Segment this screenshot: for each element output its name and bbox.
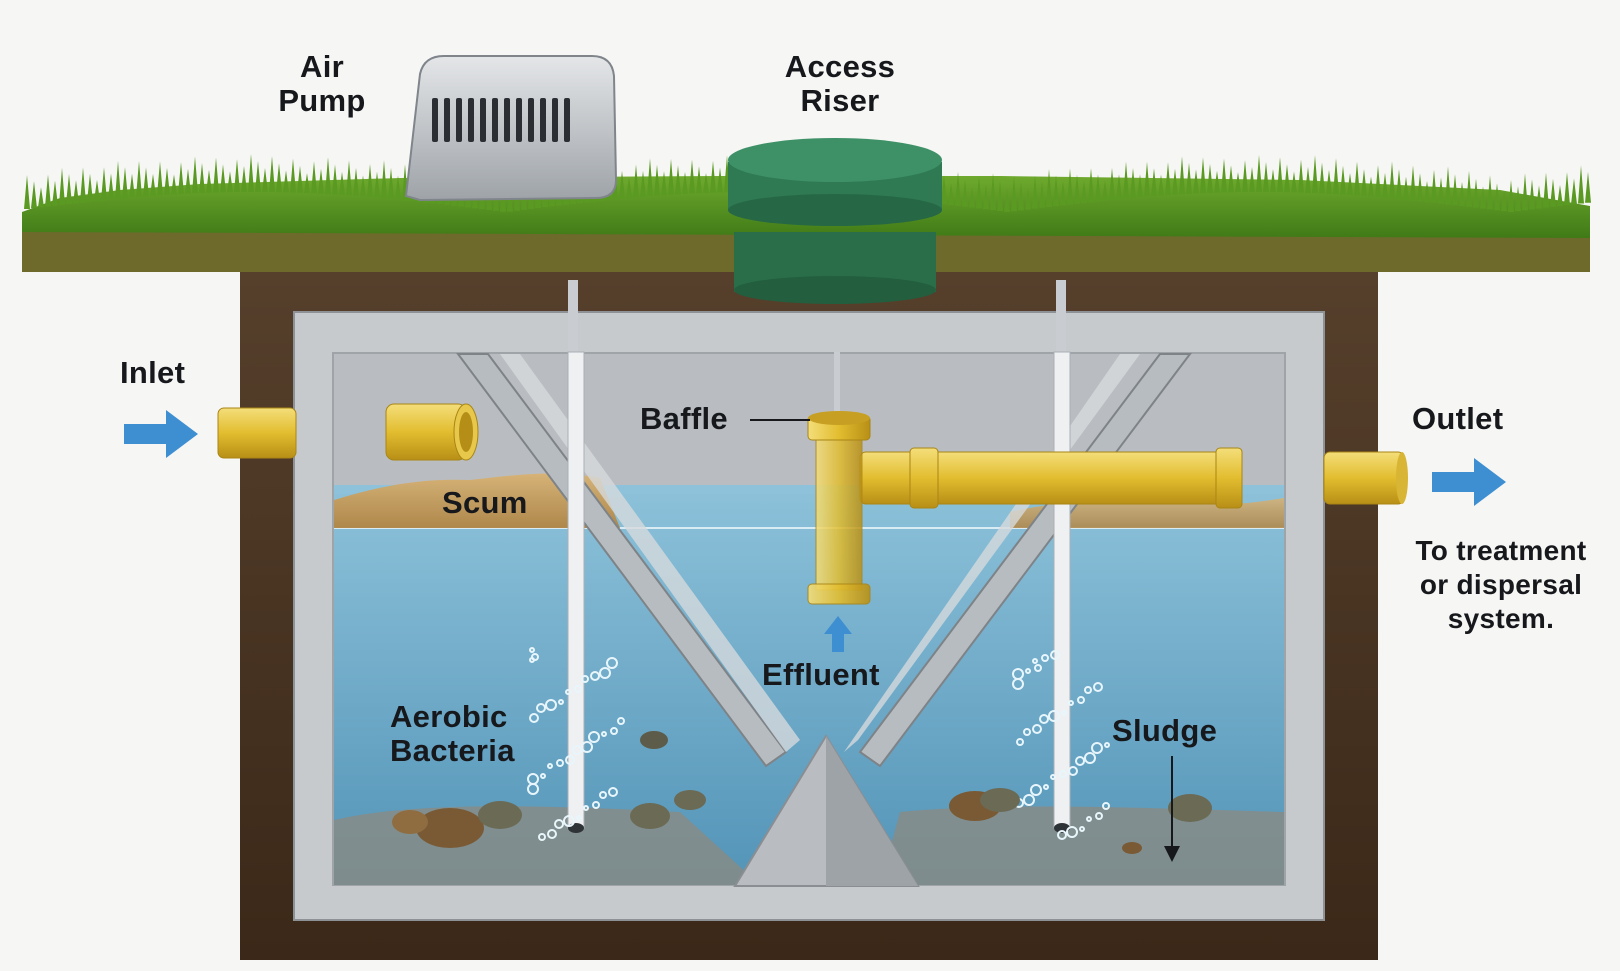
access-riser-label: Access Riser [760,50,920,118]
sludge-clumps [392,731,1212,854]
scum-layer [334,473,620,528]
inlet-pipe [217,403,479,461]
outlet-arrow [1432,458,1506,506]
aerobic-bacteria-label-line-2: Bacteria [390,733,515,768]
air-bubbles [527,647,1110,841]
sludge-label: Sludge [1112,713,1218,748]
scum-layer-right [1010,498,1284,528]
air-pump-label-line-1: Air [300,49,344,84]
baffle-tee [807,411,871,605]
air-pump [404,55,618,202]
aerobic-bacteria-label: Aerobic Bacteria [390,700,515,768]
air-pump-label: Air Pump [262,50,382,118]
inlet-arrow [124,410,198,458]
access-riser [728,138,942,304]
aerobic-bacteria-label-line-1: Aerobic [390,699,508,734]
outlet-note-line-1: To treatment [1415,535,1587,566]
inlet-label: Inlet [120,355,186,390]
outlet-label: Outlet [1412,401,1504,436]
access-riser-label-line-1: Access [784,49,896,84]
outlet-note: To treatment or dispersal system. [1396,534,1606,636]
effluent-label: Effluent [762,657,880,692]
outlet-pipe [859,447,1408,509]
baffle-label: Baffle [640,401,728,436]
scum-label: Scum [442,485,528,520]
outlet-note-line-3: system. [1447,603,1555,634]
air-pump-label-line-2: Pump [278,83,366,118]
outlet-note-line-2: or dispersal [1419,569,1583,600]
sludge-down-arrow [1164,756,1180,862]
effluent-up-arrow [824,616,852,652]
access-riser-label-line-2: Riser [800,83,880,118]
